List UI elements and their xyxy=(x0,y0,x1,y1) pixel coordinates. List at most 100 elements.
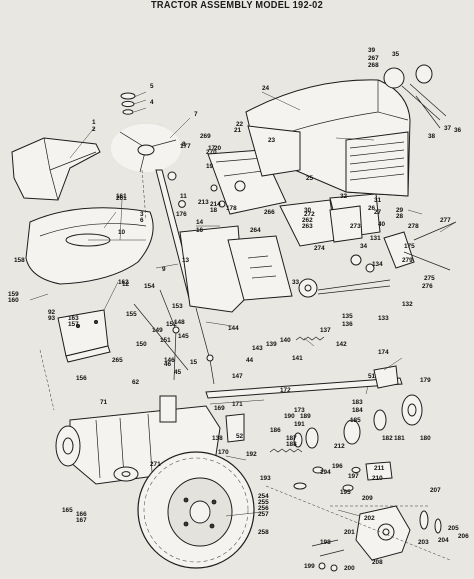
part-label-195: 195 xyxy=(340,489,351,496)
part-label-180: 180 xyxy=(420,435,431,442)
part-label-201: 201 xyxy=(344,529,355,536)
part-label-153: 153 xyxy=(172,303,183,310)
part-label-202: 202 xyxy=(364,515,375,522)
part-label-207: 207 xyxy=(430,487,441,494)
part-label-169: 169 xyxy=(214,405,225,412)
part-label-2: 2 xyxy=(92,126,96,133)
part-label-131: 131 xyxy=(370,235,381,242)
part-label-203: 203 xyxy=(418,539,429,546)
part-label-211: 211 xyxy=(374,465,385,472)
part-label-163: 163 xyxy=(68,315,79,322)
part-label-71: 71 xyxy=(100,399,108,406)
part-label-174: 174 xyxy=(378,349,389,356)
small-hardware xyxy=(293,466,361,492)
part-label-31: 31 xyxy=(374,197,382,204)
part-label-4: 4 xyxy=(150,99,154,106)
side-panel xyxy=(279,193,381,247)
part-label-199: 199 xyxy=(304,563,315,570)
diagram-title: TRACTOR ASSEMBLY MODEL 192-02 xyxy=(151,0,323,11)
part-label-44: 44 xyxy=(246,357,254,364)
part-label-37: 37 xyxy=(444,125,452,132)
part-label-172: 172 xyxy=(280,387,291,394)
springs xyxy=(269,336,325,453)
part-label-14: 14 xyxy=(196,219,204,226)
part-label-3: 3 xyxy=(140,211,144,218)
part-label-213: 213 xyxy=(198,199,209,206)
lift-control xyxy=(329,205,457,271)
part-label-270: 270 xyxy=(206,149,217,156)
part-label-170: 170 xyxy=(218,449,229,456)
part-number-labels: 1234567891011121314151617181920212223242… xyxy=(8,47,469,572)
part-label-15: 15 xyxy=(190,359,198,366)
part-label-200: 200 xyxy=(344,565,355,572)
part-label-154: 154 xyxy=(144,283,155,290)
part-label-158: 158 xyxy=(14,257,25,264)
part-label-16: 16 xyxy=(196,227,204,234)
grille-frame xyxy=(247,125,301,177)
part-label-24: 24 xyxy=(262,85,270,92)
part-label-162: 162 xyxy=(118,279,129,286)
part-label-150: 150 xyxy=(136,341,147,348)
part-label-208: 208 xyxy=(372,559,383,566)
part-label-271: 271 xyxy=(150,461,161,468)
part-label-257: 257 xyxy=(258,511,269,518)
part-label-20: 20 xyxy=(214,145,222,152)
part-label-160: 160 xyxy=(8,297,19,304)
part-label-156: 156 xyxy=(76,375,87,382)
part-label-178: 178 xyxy=(226,205,237,212)
part-label-184: 184 xyxy=(352,407,363,414)
steering-wheel xyxy=(109,122,183,174)
part-label-179: 179 xyxy=(420,377,431,384)
part-label-136: 136 xyxy=(342,321,353,328)
part-label-276: 276 xyxy=(422,283,433,290)
part-label-274: 274 xyxy=(314,245,325,252)
part-label-34: 34 xyxy=(360,243,368,250)
part-label-152: 152 xyxy=(166,321,177,328)
part-label-140: 140 xyxy=(280,337,291,344)
seat-back xyxy=(11,137,101,201)
part-label-267: 267 xyxy=(368,55,379,62)
part-label-214: 214 xyxy=(210,201,221,208)
part-label-17: 17 xyxy=(208,145,216,152)
pulley-stack xyxy=(293,394,423,449)
part-label-194: 194 xyxy=(320,469,331,476)
seat-bracket xyxy=(57,309,111,363)
part-label-191: 191 xyxy=(294,421,305,428)
wheel-hub xyxy=(113,466,139,482)
part-label-38: 38 xyxy=(428,133,436,140)
part-label-157: 157 xyxy=(68,321,79,328)
part-label-46: 46 xyxy=(164,361,172,368)
part-label-25: 25 xyxy=(306,175,314,182)
part-label-45: 45 xyxy=(174,369,182,376)
part-label-187: 187 xyxy=(286,435,297,442)
part-label-198: 198 xyxy=(320,539,331,546)
part-label-254: 254 xyxy=(258,493,269,500)
part-label-173: 173 xyxy=(294,407,305,414)
center-lines xyxy=(39,169,451,561)
part-label-167: 167 xyxy=(76,517,87,524)
part-label-40: 40 xyxy=(378,221,386,228)
part-label-12: 12 xyxy=(122,281,130,288)
part-label-204: 204 xyxy=(438,537,449,544)
part-label-32: 32 xyxy=(340,193,348,200)
part-label-273: 273 xyxy=(350,223,361,230)
part-label-181: 181 xyxy=(394,435,405,442)
part-label-262: 262 xyxy=(302,217,313,224)
part-label-277: 277 xyxy=(440,217,451,224)
part-label-93: 93 xyxy=(48,315,56,322)
drive-shaft xyxy=(205,377,403,399)
part-label-141: 141 xyxy=(292,355,303,362)
part-label-51: 51 xyxy=(368,373,376,380)
part-label-22: 22 xyxy=(236,121,244,128)
part-label-176: 176 xyxy=(176,211,187,218)
part-label-196: 196 xyxy=(332,463,343,470)
part-label-137: 137 xyxy=(320,327,331,334)
part-label-192: 192 xyxy=(246,451,257,458)
part-label-189: 189 xyxy=(300,413,311,420)
part-label-190: 190 xyxy=(284,413,295,420)
part-label-28: 28 xyxy=(396,213,404,220)
part-label-135: 135 xyxy=(342,313,353,320)
headlight-assembly xyxy=(383,64,447,129)
part-label-275: 275 xyxy=(424,275,435,282)
